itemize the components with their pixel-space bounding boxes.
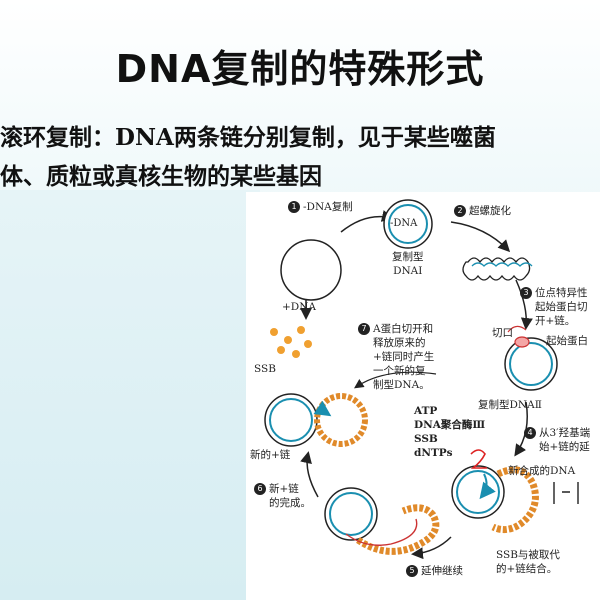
label-new-synth-dna: 新合成的DNA bbox=[508, 465, 576, 477]
label-ssb: SSB bbox=[254, 363, 276, 375]
label-rf2: 复制型DNAⅡ bbox=[478, 399, 542, 411]
arrow-step5 bbox=[411, 536, 452, 560]
single-strand-circle bbox=[280, 239, 342, 301]
rolling-circle-bottom bbox=[324, 487, 378, 541]
label-ssb-replace: SSB与被取代 的+链结合。 bbox=[496, 549, 560, 575]
slide-title: DNA复制的特殊形式 bbox=[115, 47, 485, 91]
arrow-step2 bbox=[450, 221, 511, 253]
label-new-plus-strand: 新的+链 bbox=[250, 449, 291, 461]
label-nick: 切口 bbox=[492, 327, 513, 339]
label-minus-dna: -DNA bbox=[390, 218, 418, 229]
initiator-protein-shape bbox=[514, 336, 530, 348]
rf1-outer-circle bbox=[383, 199, 433, 249]
left-panel-shade bbox=[0, 190, 260, 600]
label-enzymes: ATP DNA聚合酶Ⅲ SSB dNTPs bbox=[414, 405, 486, 459]
body-text-line-1: 滚环复制：DNA两条链分别复制，见于某些噬菌 bbox=[0, 124, 496, 151]
arrow-step3 bbox=[515, 279, 533, 330]
diagram-graphics bbox=[264, 199, 579, 560]
rf1-inner-circle bbox=[388, 204, 428, 244]
handwritten-black-mark bbox=[553, 482, 579, 504]
label-initiator: 起始蛋白 bbox=[546, 335, 588, 347]
supercoiled-dna bbox=[462, 257, 531, 281]
rolling-circle-left bbox=[264, 393, 318, 447]
label-plus-dna: +DNA bbox=[282, 301, 316, 313]
displaced-strand-bottom bbox=[356, 504, 440, 555]
ssb-dots bbox=[270, 326, 312, 358]
rf2-circle bbox=[504, 337, 558, 391]
label-step1: 1-DNA复制 bbox=[288, 200, 353, 214]
handwritten-red-mark bbox=[470, 449, 487, 469]
rolling-circle-right bbox=[451, 465, 505, 519]
body-text-line-2: 体、质粒或真核生物的某些基因 bbox=[0, 163, 322, 190]
displaced-strand-right bbox=[491, 466, 539, 534]
ssb-coated-loop bbox=[314, 393, 368, 447]
arrow-step7 bbox=[354, 371, 437, 389]
arrow-step6 bbox=[300, 451, 319, 498]
